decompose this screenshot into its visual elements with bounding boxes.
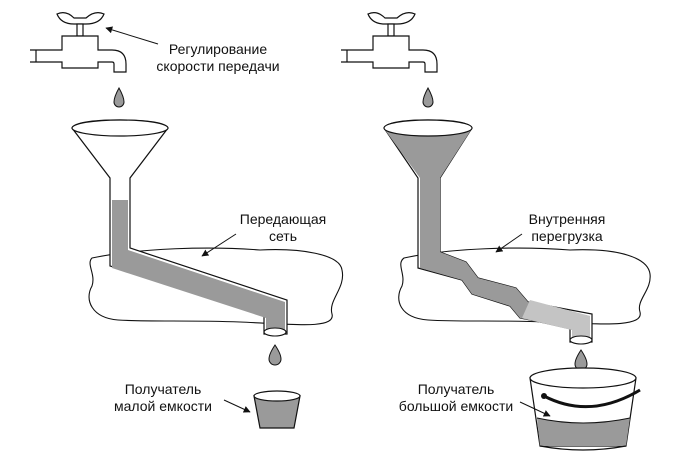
- right-network-label-line2: перегрузка: [531, 228, 603, 244]
- left-network-label: Передающая сеть: [218, 211, 348, 245]
- left-network-arrow: [201, 233, 237, 257]
- left-network-cloud: [88, 247, 344, 326]
- left-network-label-line2: сеть: [268, 228, 298, 244]
- right-drop-bottom: [574, 349, 588, 371]
- right-receiver-arrow: [519, 401, 551, 417]
- left-network-label-line1: Передающая: [239, 211, 327, 227]
- left-tap-icon: [30, 12, 127, 73]
- right-network-label-line1: Внутренняя: [528, 211, 606, 227]
- right-network-label: Внутренняя перегрузка: [502, 211, 632, 245]
- right-tap-icon: [341, 12, 438, 73]
- bucket-handle: [543, 388, 641, 409]
- left-cup-icon: [253, 390, 301, 429]
- right-receiver-label-line2: большой емкости: [398, 398, 514, 414]
- right-bucket-icon: [529, 367, 641, 451]
- right-network-arrow: [495, 233, 523, 253]
- left-drop-top: [113, 86, 125, 108]
- right-network-cloud: [398, 247, 651, 325]
- right-receiver-label: Получатель большой емкости: [386, 381, 526, 415]
- left-tap-label-line2: скорости передачи: [156, 58, 280, 74]
- left-tap-label: Регулирование скорости передачи: [138, 41, 298, 75]
- left-receiver-label: Получатель малой емкости: [100, 381, 226, 415]
- left-receiver-arrow: [223, 399, 251, 413]
- left-funnel-pipe: [71, 119, 288, 337]
- right-drop-top: [422, 86, 434, 108]
- right-funnel-pipe: [383, 119, 593, 345]
- left-drop-bottom: [268, 344, 282, 366]
- left-receiver-label-line2: малой емкости: [114, 398, 212, 414]
- right-receiver-label-line1: Получатель: [417, 381, 495, 397]
- left-tap-arrow: [105, 26, 159, 45]
- left-receiver-label-line1: Получатель: [124, 381, 202, 397]
- left-tap-label-line1: Регулирование: [168, 41, 268, 57]
